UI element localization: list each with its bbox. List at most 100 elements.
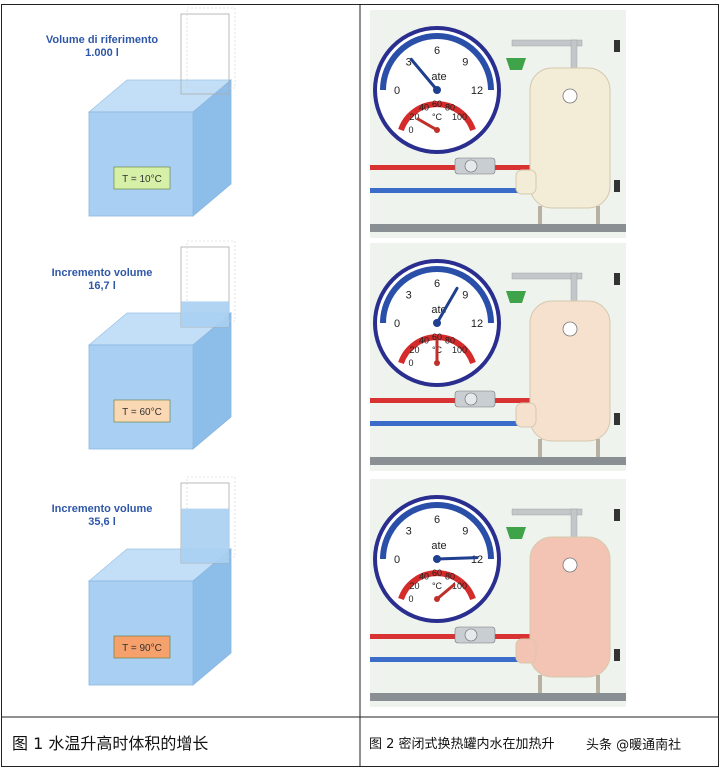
temperature-tick-label: 20 [409,581,419,591]
pressure-tick-label: 6 [434,278,440,290]
hot-pipe [370,634,530,639]
tank-leg [538,206,542,224]
hot-pipe [370,165,530,170]
riser-pipe [570,272,578,304]
pump-motor [464,392,478,406]
expanded-water [181,508,229,563]
temperature-needle [435,583,456,601]
pressure-unit: ate [431,540,446,552]
floor [370,457,626,465]
temperature-label: T = 60°C [122,407,162,418]
figure-2-caption: 图 2 密闭式换热罐内水在加热升 [369,736,555,752]
pressure-tick-label: 0 [394,318,400,330]
tank-leg [596,206,600,224]
drain-valve-icon [614,649,620,661]
pressure-tick-label: 6 [434,45,440,57]
pressure-needle [409,57,439,92]
needle-hub [433,319,441,327]
vent-valve-icon [614,40,620,52]
pressure-scale-arc [380,266,494,324]
tank-thermometer-icon [562,88,578,104]
volume-value: 16,7 l [88,280,116,292]
temperature-tick-label: 0 [408,125,413,135]
pressure-needle [435,286,459,325]
tank-leg [538,439,542,457]
temperature-tick-label: 80 [445,571,455,581]
cube-front [88,344,194,450]
cold-pipe [370,421,530,426]
temperature-tick-label: 40 [419,335,429,345]
temperature-tag [113,399,171,423]
pressure-tick-label: 3 [406,57,412,69]
volume-value: 35,6 l [88,516,116,528]
temperature-tick-label: 40 [419,571,429,581]
cube-front [88,111,194,217]
pressure-scale-arc [380,33,494,91]
watermark: 头条 @暖通南社 [586,737,681,753]
tank-leg [538,675,542,693]
cube-front [88,580,194,686]
temperature-tick-label: 20 [409,345,419,355]
volume-label: Incremento volume [52,503,153,515]
pump-motor [464,159,478,173]
volume-label: Volume di riferimento [46,34,159,46]
temperature-scale-arc [398,334,476,365]
vent-valve-icon [614,509,620,521]
riser-pipe [570,39,578,71]
temperature-tick-label: 60 [432,568,442,578]
tank-body [529,67,611,209]
needle-hub [434,127,440,133]
pressure-needle [435,556,479,561]
safety-valve [506,58,526,70]
temperature-scale-arc [398,101,476,132]
pump-motor [464,628,478,642]
pressure-scale-arc [380,502,494,560]
temperature-tag [113,166,171,190]
hot-pipe [370,398,530,403]
drain-valve-icon [614,413,620,425]
pressure-tick-label: 3 [406,290,412,302]
tank-inlet [515,169,537,195]
tank-body [529,300,611,442]
vent-valve-icon [614,273,620,285]
needle-hub [433,86,441,94]
temperature-tick-label: 60 [432,332,442,342]
temperature-tick-label: 100 [452,581,467,591]
top-pipe [511,39,583,47]
cold-pipe [370,657,530,662]
tank-inlet [515,402,537,428]
riser-pipe [570,508,578,540]
temperature-scale-arc [398,570,476,601]
pressure-tick-label: 6 [434,514,440,526]
temperature-tick-label: 40 [419,102,429,112]
needle-hub [434,360,440,366]
pressure-tick-label: 12 [471,318,483,330]
pressure-tick-label: 9 [462,290,468,302]
temperature-label: T = 10°C [122,174,162,185]
temperature-unit: °C [432,112,443,122]
tank-leg [596,675,600,693]
tank-thermometer-icon [562,321,578,337]
tank-inlet [515,638,537,664]
temperature-tag [113,635,171,659]
pressure-tick-label: 0 [394,85,400,97]
pressure-tick-label: 3 [406,526,412,538]
temperature-tick-label: 100 [452,345,467,355]
expansion-cylinder [180,13,230,95]
temperature-label: T = 90°C [122,643,162,654]
pressure-tick-label: 12 [471,554,483,566]
top-pipe [511,508,583,516]
drain-valve-icon [614,180,620,192]
pressure-tick-label: 0 [394,554,400,566]
